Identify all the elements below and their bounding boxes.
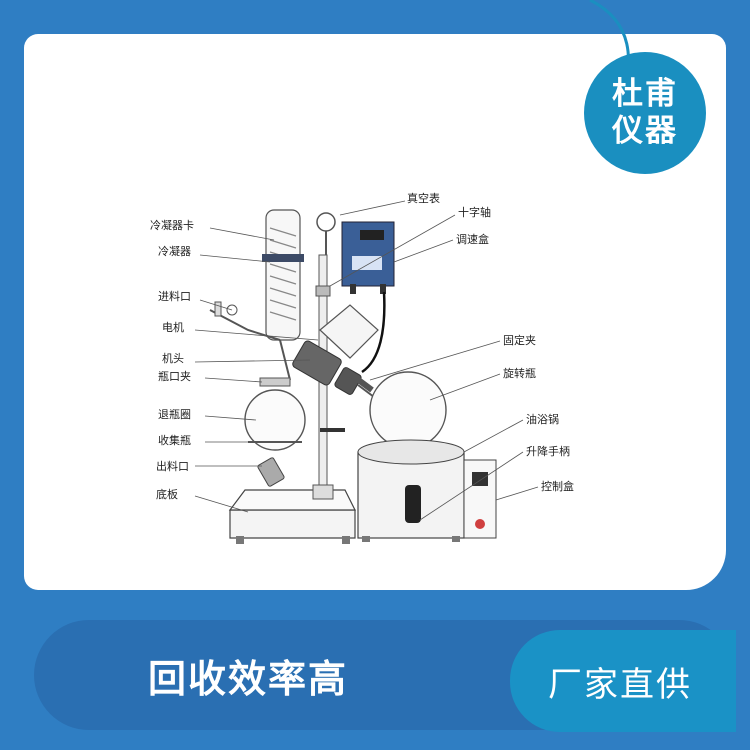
label-condenser: 冷凝器 <box>158 244 191 258</box>
label-base-plate: 底板 <box>156 487 178 501</box>
tagline-text: 厂家直供 <box>548 665 692 705</box>
leader-lines <box>194 200 539 521</box>
label-cross-shaft: 十字轴 <box>458 205 491 219</box>
slogan-text: 回收效率高 <box>148 657 349 701</box>
label-outlet: 出料口 <box>156 459 189 473</box>
condenser-drawing <box>262 209 304 381</box>
label-control-box: 控制盒 <box>541 479 574 493</box>
speed-box-drawing <box>316 212 395 374</box>
label-vacuum-gauge: 真空表 <box>407 191 440 205</box>
label-head: 机头 <box>162 351 184 365</box>
label-collection-flask: 收集瓶 <box>158 433 191 447</box>
label-speed-box: 调速盒 <box>456 232 489 246</box>
label-rotary-flask: 旋转瓶 <box>503 366 536 380</box>
rotary-evaporator-diagram: 冷凝器卡 冷凝器 进料口 电机 机头 瓶口夹 退瓶圈 收集瓶 出料口 底板 真空… <box>150 191 574 544</box>
label-release-ring: 退瓶圈 <box>158 407 191 421</box>
label-oil-bath: 油浴锅 <box>526 412 559 426</box>
collection-flask-drawing <box>244 377 306 487</box>
brand-line-1: 杜甫 <box>612 76 678 112</box>
tagline-tab <box>510 630 736 732</box>
brand-badge: 杜甫 仪器 <box>584 52 706 174</box>
label-condenser-clip: 冷凝器卡 <box>150 218 194 232</box>
label-fixing-clamp: 固定夹 <box>503 333 536 347</box>
rotary-flask-drawing <box>320 367 447 449</box>
label-lift-handle: 升降手柄 <box>526 444 570 458</box>
brand-line-2: 仪器 <box>612 113 678 149</box>
label-flask-clamp: 瓶口夹 <box>158 369 191 383</box>
label-feed-inlet: 进料口 <box>158 289 191 303</box>
label-motor: 电机 <box>162 320 184 334</box>
